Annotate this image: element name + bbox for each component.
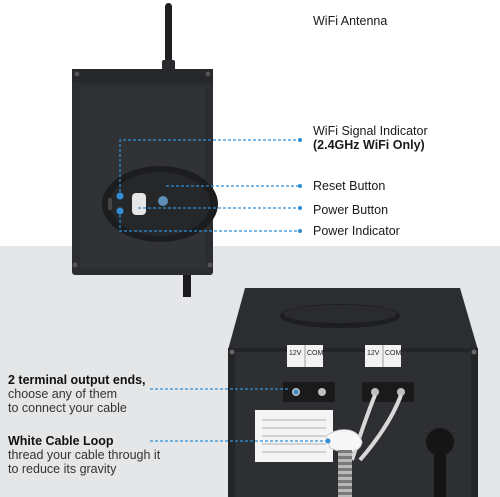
terminal-block-right <box>362 382 414 402</box>
terminal-block-left <box>283 382 335 402</box>
wifi-antenna <box>165 3 172 69</box>
terminal-right-com: COM <box>385 350 402 357</box>
label-wifi-only: (2.4GHz WiFi Only) <box>313 138 425 153</box>
terminal-callout-desc-2: to connect your cable <box>8 401 127 415</box>
reset-button <box>158 196 168 206</box>
label-wifi-antenna: WiFi Antenna <box>313 14 388 28</box>
power-led <box>116 207 124 215</box>
label-reset-button: Reset Button <box>313 179 386 193</box>
label-power-indicator: Power Indicator <box>313 224 400 238</box>
terminal-right-12v: 12V <box>367 350 380 357</box>
loop-callout-desc-2: to reduce its gravity <box>8 462 117 476</box>
wifi-signal-led <box>116 192 124 200</box>
loop-callout-desc-1: thread your cable through it <box>8 448 161 462</box>
label-wifi-only-text: (2.4GHz WiFi Only) <box>313 138 425 152</box>
power-button <box>132 193 146 215</box>
terminal-left-12v: 12V <box>289 350 302 357</box>
terminal-left-com: COM <box>307 350 324 357</box>
loop-callout-title: White Cable Loop <box>8 434 114 448</box>
white-cable-loop <box>325 429 363 453</box>
terminal-callout-desc-1: choose any of them <box>8 387 118 401</box>
terminal-callout-title: 2 terminal output ends, <box>8 373 146 387</box>
label-wifi-signal-indicator: WiFi Signal Indicator <box>313 124 428 138</box>
label-power-button: Power Button <box>313 203 389 217</box>
